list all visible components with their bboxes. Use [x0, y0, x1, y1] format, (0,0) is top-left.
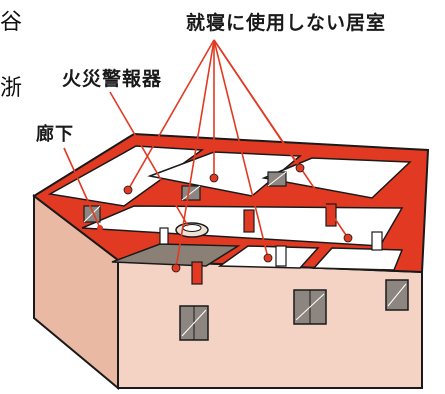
door	[275, 245, 287, 267]
inner-window	[181, 185, 201, 201]
pointer-line-alarm	[109, 91, 189, 227]
room-front-right	[312, 247, 404, 271]
front-window	[293, 289, 327, 325]
door	[371, 231, 383, 251]
door	[191, 261, 203, 285]
door	[159, 227, 169, 245]
front-window	[179, 305, 209, 341]
pointer-lines-rooms	[127, 39, 349, 269]
label-hallway: 廊下	[36, 124, 74, 145]
label-unused-bedroom: 就寝に使用しない居室	[186, 12, 387, 34]
pointer-line-hallway	[63, 147, 101, 229]
label-smoke-alarm: 火災警報器	[62, 68, 163, 90]
building-front-wall	[117, 258, 423, 389]
door	[325, 203, 337, 227]
room-back-left	[47, 145, 205, 207]
edge-text-fragment: 浙	[0, 76, 23, 101]
door	[243, 209, 255, 233]
room-back-middle	[147, 151, 302, 197]
edge-text-fragment: 谷	[0, 10, 23, 35]
pointer-dots	[123, 163, 353, 273]
inner-window	[267, 171, 287, 187]
hallway-floor	[81, 205, 404, 247]
front-window	[385, 279, 409, 311]
pointer-dot-hallway	[97, 225, 103, 231]
